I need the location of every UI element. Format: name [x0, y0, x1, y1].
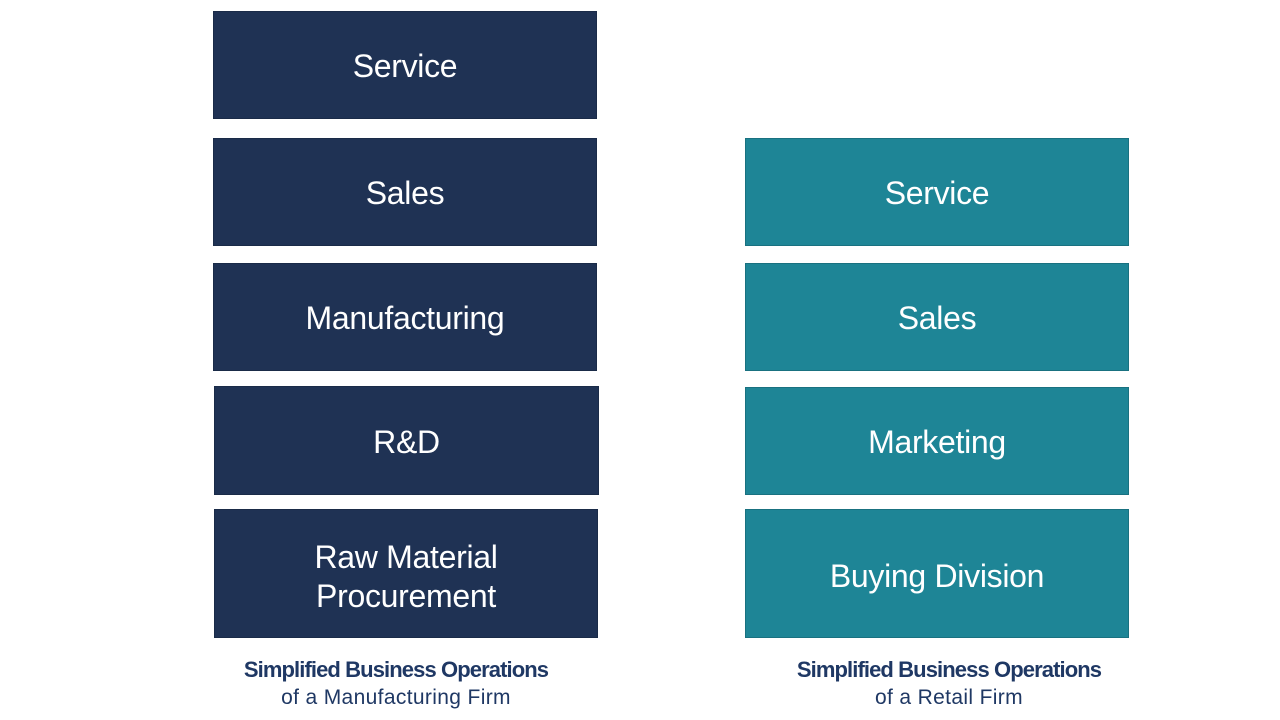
manufacturing-box-sales: Sales — [213, 138, 597, 246]
manufacturing-box-service: Service — [213, 11, 597, 119]
box-label: R&D — [373, 423, 440, 460]
box-label: Buying Division — [829, 558, 1045, 594]
retail-box-service: Service — [745, 138, 1129, 246]
box-label: Raw Material Procurement — [314, 538, 498, 614]
caption-subtitle: of a Manufacturing Firm — [281, 686, 511, 709]
box-label: Marketing — [868, 424, 1006, 460]
manufacturing-firm-caption: Simplified Business Operations of a Manu… — [186, 656, 606, 712]
retail-box-sales: Sales — [745, 263, 1129, 371]
manufacturing-box-raw-material-procurement: Raw Material Procurement — [214, 509, 598, 638]
box-label: Service — [352, 48, 458, 84]
box-label: Manufacturing — [305, 300, 505, 336]
manufacturing-box-manufacturing: Manufacturing — [213, 263, 597, 371]
retail-firm-caption: Simplified Business Operations of a Reta… — [739, 656, 1159, 712]
caption-subtitle: of a Retail Firm — [875, 686, 1023, 709]
caption-title: Simplified Business Operations — [796, 657, 1102, 682]
manufacturing-box-rnd: R&D — [214, 386, 599, 495]
retail-box-marketing: Marketing — [745, 387, 1129, 495]
box-label: Sales — [897, 300, 977, 336]
caption-title: Simplified Business Operations — [243, 657, 549, 682]
retail-box-buying-division: Buying Division — [745, 509, 1129, 638]
box-label: Service — [884, 175, 990, 211]
box-label: Sales — [365, 175, 445, 211]
